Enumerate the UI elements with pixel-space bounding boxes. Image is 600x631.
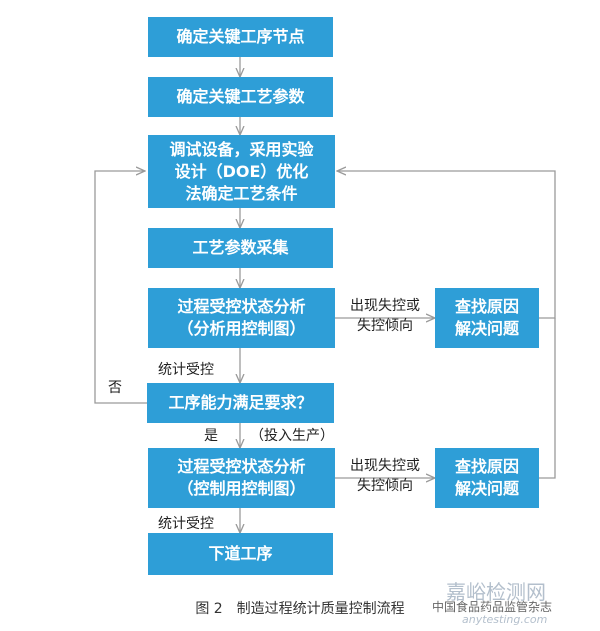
figure-caption: 图 2 制造过程统计质量控制流程 bbox=[195, 601, 405, 617]
node-find-cause-2: 查找原因 解决问题 bbox=[435, 448, 539, 508]
label-yes: 是 bbox=[204, 428, 218, 444]
node-find-cause-1: 查找原因 解决问题 bbox=[435, 288, 539, 348]
node-capability-check: 工序能力满足要求？ bbox=[147, 383, 334, 423]
label-out-of-control-2: 出现失控或 失控倾向 bbox=[350, 458, 420, 494]
node-doe: 调试设备，采用实验 设计（DOE）优化 法确定工艺条件 bbox=[148, 135, 335, 208]
node-data-collection: 工艺参数采集 bbox=[148, 228, 333, 268]
node-analysis-chart: 过程受控状态分析 （分析用控制图） bbox=[148, 288, 335, 348]
label-out-of-control-1: 出现失控或 失控倾向 bbox=[350, 298, 420, 334]
feedback-no bbox=[94, 171, 147, 404]
feedback-r2 bbox=[539, 318, 556, 479]
label-production: （投入生产） bbox=[250, 428, 334, 444]
feedback-r1 bbox=[337, 171, 556, 319]
node-control-chart: 过程受控状态分析 （控制用控制图） bbox=[148, 448, 335, 508]
node-key-parameters: 确定关键工艺参数 bbox=[148, 77, 333, 117]
label-controlled-1: 统计受控 bbox=[158, 362, 214, 378]
node-key-process: 确定关键工序节点 bbox=[148, 17, 333, 57]
label-controlled-2: 统计受控 bbox=[158, 516, 214, 532]
label-no: 否 bbox=[108, 380, 122, 396]
node-next-process: 下道工序 bbox=[148, 533, 333, 575]
